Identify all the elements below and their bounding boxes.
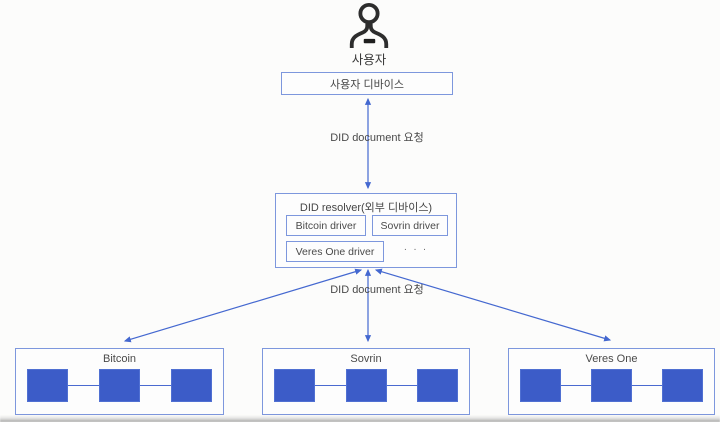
did-resolver-box: DID resolver(외부 디바이스) Bitcoin driver Sov… [275,193,457,268]
blockchain-sovrin [263,369,469,402]
driver-box-bitcoin: Bitcoin driver [286,215,366,236]
block-link [561,384,591,387]
did-resolver-title: DID resolver(외부 디바이스) [299,202,433,214]
block [274,369,315,402]
ledger-box-bitcoin: Bitcoin [15,348,224,415]
user-device-box: 사용자 디바이스 [281,72,453,95]
ledger-box-veresone: Veres One [508,348,715,415]
block [171,369,212,402]
block [27,369,68,402]
scan-shadow [0,415,720,422]
block [417,369,458,402]
block-link [632,384,662,387]
block [520,369,561,402]
ledger-box-sovrin: Sovrin [262,348,470,415]
block [345,369,387,402]
user-icon-dash [363,38,376,44]
blockchain-veresone [509,369,714,402]
driver-ellipsis: . . . [404,242,428,253]
block [99,369,140,402]
ledger-title-sovrin: Sovrin [350,353,382,365]
block [662,369,703,402]
ledger-title-veresone: Veres One [585,353,638,365]
user-icon [349,2,389,48]
blockchain-bitcoin [16,369,223,402]
block-link [140,384,171,387]
driver-box-sovrin: Sovrin driver [372,215,448,236]
user-device-label: 사용자 디바이스 [330,78,404,91]
request-label-bottom: DID document 요청 [330,284,424,296]
user-label: 사용자 [351,53,387,67]
driver-box-veresone: Veres One driver [286,241,384,262]
request-label-top: DID document 요청 [330,132,424,144]
block-link [68,384,99,387]
block-link [315,384,346,387]
block-link [386,384,417,387]
ledger-title-bitcoin: Bitcoin [102,353,137,365]
block [591,369,632,402]
